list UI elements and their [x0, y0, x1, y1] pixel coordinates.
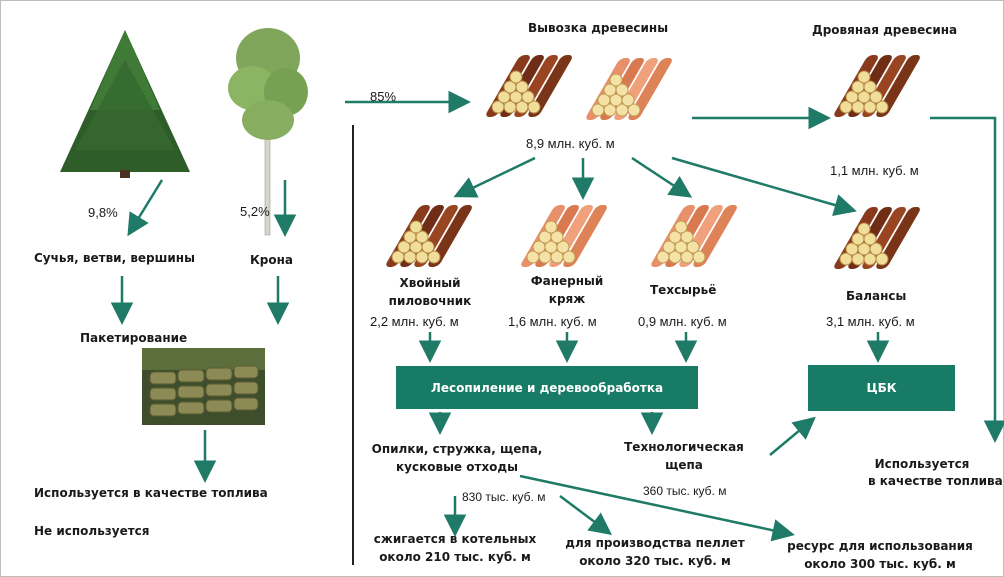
arrow-to-pulpwood — [671, 156, 857, 216]
arrow-to-softwood — [453, 156, 536, 198]
boilers-line1: сжигается в котельных — [373, 532, 537, 546]
chips-line1: Технологическая — [624, 440, 744, 454]
firewood-title: Дровяная древесина — [812, 23, 958, 37]
birch-percent: 5,2% — [240, 204, 270, 219]
removal-title: Вывозка древесины — [528, 21, 669, 35]
pulpwood-volume: 3,1 млн. куб. м — [826, 314, 915, 329]
pellets-line1: для производства пеллет — [565, 536, 745, 550]
chips-volume: 360 тыс. куб. м — [643, 484, 727, 498]
percent-85: 85% — [370, 89, 397, 104]
waste-line2: кусковые отходы — [396, 460, 518, 474]
waste-line1: Опилки, стружка, щепа, — [371, 442, 543, 456]
pulpwood-name: Балансы — [846, 289, 907, 303]
resource-line1: ресурс для использования — [787, 539, 973, 553]
waste-volume: 830 тыс. куб. м — [462, 490, 546, 504]
conifer-tree-icon — [60, 30, 190, 178]
arrow-to-tech — [631, 156, 693, 198]
pulp-mill-box: ЦБК — [808, 365, 955, 411]
conifer-percent: 9,8% — [88, 205, 118, 220]
sawmill-box: Лесопиление и деревообработка — [396, 366, 698, 409]
softwood-name-line1: Хвойный — [399, 276, 461, 290]
softwood-volume: 2,2 млн. куб. м — [370, 314, 459, 329]
fuel-right-line1: Используется — [874, 457, 970, 471]
used-as-fuel-label: Используется в качестве топлива — [34, 486, 268, 500]
tech-volume: 0,9 млн. куб. м — [638, 314, 727, 329]
plywood-name-line1: Фанерный — [530, 274, 604, 288]
arrow-waste-pellets — [559, 495, 612, 535]
plywood-volume: 1,6 млн. куб. м — [508, 314, 597, 329]
arrow-firewood-fuel — [930, 116, 1004, 443]
birch-tree-icon — [228, 28, 308, 236]
baling-label: Пакетирование — [80, 331, 188, 345]
arrow-conifer — [127, 179, 164, 237]
pellets-line2: около 320 тыс. куб. м — [579, 554, 731, 568]
chips-line2: щепа — [665, 458, 703, 472]
fuel-right-line2: в качестве топлива — [868, 474, 1002, 488]
plywood-name-line2: кряж — [548, 292, 586, 306]
tech-name: Техсырьё — [650, 283, 717, 297]
softwood-name-line2: пиловочник — [388, 294, 472, 308]
firewood-volume: 1,1 млн. куб. м — [830, 163, 919, 178]
branches-label: Сучья, ветви, вершины — [34, 251, 195, 265]
removal-volume: 8,9 млн. куб. м — [526, 136, 615, 151]
not-used-label: Не используется — [34, 524, 150, 538]
arrow-chips-pulp — [769, 416, 816, 456]
arrow-waste-resource — [519, 474, 795, 542]
crown-label: Крона — [250, 253, 294, 267]
resource-line2: около 300 тыс. куб. м — [804, 557, 956, 571]
boilers-line2: около 210 тыс. куб. м — [379, 550, 531, 564]
divider-line — [352, 125, 354, 565]
